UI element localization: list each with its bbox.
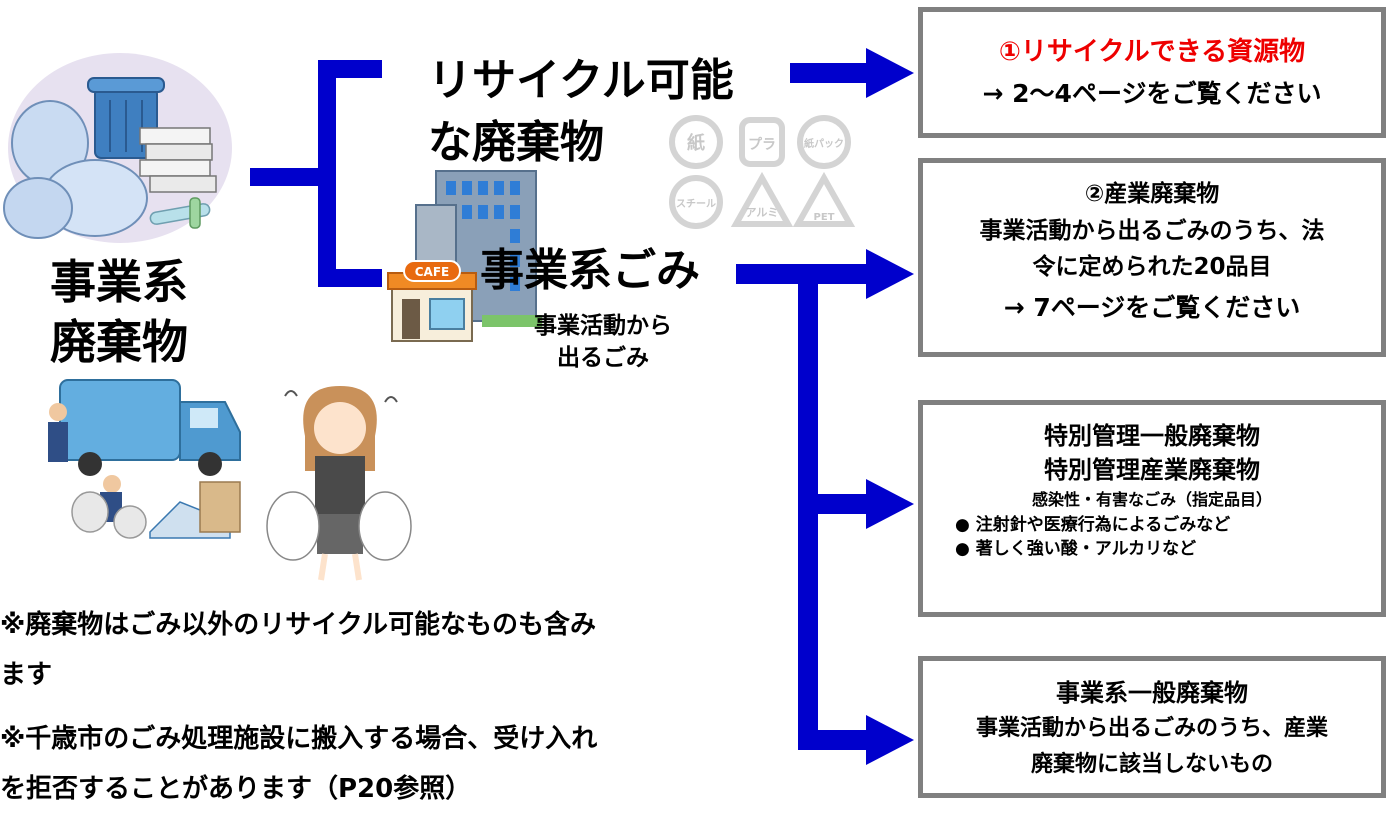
business-waste-description: 事業活動から 出るごみ	[508, 310, 698, 374]
plastic-mark-label: プラ	[748, 137, 776, 153]
aluminum-mark-label: アルミ	[746, 206, 779, 219]
special-general-waste-title: 特別管理一般廃棄物	[1044, 422, 1260, 450]
recyclable-label-line2: な廃棄物	[428, 117, 604, 168]
note2-line2: を拒否することがあります（P20参照）	[0, 774, 472, 804]
connector-bracket-top	[318, 60, 382, 78]
recyclable-resources-box: ①リサイクルできる資源物 → 2～4ページをご覧ください	[918, 7, 1386, 138]
business-general-waste-title: 事業系一般廃棄物	[1056, 679, 1248, 707]
main-title: 事業系 廃棄物	[50, 252, 210, 372]
business-waste-title: 事業系ごみ	[480, 245, 700, 296]
pet-mark-label: PET	[814, 212, 835, 223]
worried-woman-illustration	[266, 386, 412, 581]
carton-mark-label: 紙パック	[804, 137, 844, 150]
recyclable-resources-title: ①リサイクルできる資源物	[998, 37, 1306, 67]
recycling-marks-icon: 紙 プラ 紙パック スチール アルミ PET	[669, 115, 856, 229]
business-general-waste-box: 事業系一般廃棄物 事業活動から出るごみのうち、産業 廃棄物に該当しないもの	[918, 656, 1386, 798]
paper-mark-label: 紙	[687, 132, 705, 154]
business-waste-sub-line2: 出るごみ	[557, 345, 649, 371]
arrow-special-shaft	[798, 494, 868, 514]
arrow-recyclable-shaft	[790, 63, 868, 83]
note1-line1: ※廃棄物はごみ以外のリサイクル可能なものも含み	[0, 610, 596, 640]
main-title-line2: 廃棄物	[50, 315, 188, 369]
note-facility-rejection: ※千歳市のごみ処理施設に搬入する場合、受け入れ を拒否することがあります（P20…	[0, 714, 597, 814]
garbage-truck-illustration	[48, 379, 241, 539]
arrow-special-head	[866, 479, 914, 529]
business-waste-sub-line1: 事業活動から	[534, 313, 672, 339]
note-recyclable-inclusion: ※廃棄物はごみ以外のリサイクル可能なものも含み ます	[0, 600, 596, 700]
business-general-waste-desc-line1: 事業活動から出るごみのうち、産業	[975, 716, 1328, 741]
steel-mark-label: スチール	[676, 198, 716, 210]
arrow-general-shaft	[798, 730, 868, 750]
main-title-line1: 事業系	[50, 255, 188, 309]
cafe-sign-label: CAFE	[415, 265, 450, 279]
arrow-industrial-head	[866, 249, 914, 299]
recyclable-resources-page-ref: → 2～4ページをご覧ください	[982, 79, 1322, 108]
special-waste-description: 感染性・有害なごみ（指定品目）	[1031, 490, 1272, 509]
connector-main-stub	[250, 168, 320, 186]
note2-line1: ※千歳市のごみ処理施設に搬入する場合、受け入れ	[0, 724, 598, 754]
arrow-general-head	[866, 715, 914, 765]
note1-line2: ます	[0, 660, 53, 690]
industrial-waste-title: ②産業廃棄物	[1084, 181, 1220, 207]
arrow-recyclable-head	[866, 48, 914, 98]
special-waste-bullet-acids: ● 著しく強い酸・アルカリなど	[955, 539, 1197, 559]
connector-bracket-vertical	[318, 60, 336, 287]
connector-bracket-bottom	[318, 269, 382, 287]
building-cafe-illustration: CAFE	[387, 170, 542, 342]
special-management-waste-box: 特別管理一般廃棄物 特別管理産業廃棄物 感染性・有害なごみ（指定品目） ● 注射…	[918, 400, 1386, 617]
special-waste-bullet-needles: ● 注射針や医療行為によるごみなど	[955, 515, 1231, 535]
special-industrial-waste-title: 特別管理産業廃棄物	[1044, 456, 1260, 484]
industrial-waste-page-ref: → 7ページをご覧ください	[1003, 293, 1301, 322]
industrial-waste-desc-line1: 事業活動から出るごみのうち、法	[979, 218, 1325, 244]
industrial-waste-desc-line2: 令に定められた20品目	[1032, 254, 1272, 280]
business-general-waste-desc-line2: 廃棄物に該当しないもの	[1030, 752, 1273, 777]
recyclable-waste-label: リサイクル可能 な廃棄物	[428, 50, 734, 174]
garbage-pile-illustration	[3, 53, 232, 243]
recyclable-label-line1: リサイクル可能	[428, 55, 734, 106]
industrial-waste-box: ②産業廃棄物 事業活動から出るごみのうち、法 令に定められた20品目 → 7ペー…	[918, 158, 1386, 357]
